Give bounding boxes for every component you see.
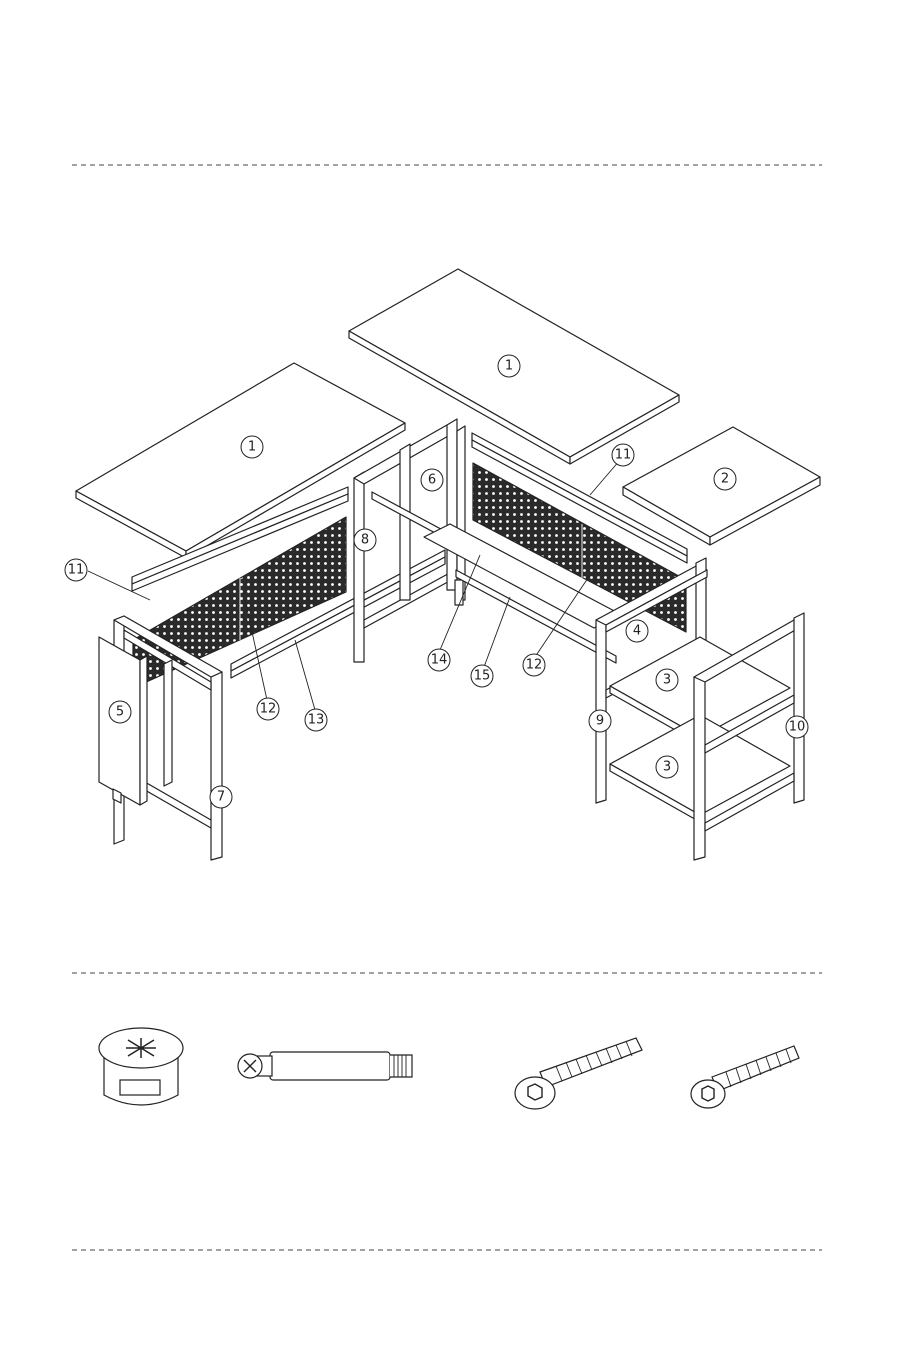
callout-side-board: 2 xyxy=(714,468,736,490)
callout-shelf-lower: 3 xyxy=(656,756,678,778)
callout-label: 4 xyxy=(633,624,641,639)
cam-bolt-icon xyxy=(238,1052,412,1080)
hex-bolt-short-icon xyxy=(691,1046,799,1108)
callout-label: 14 xyxy=(431,653,448,668)
callout-label: 9 xyxy=(596,714,604,729)
callout-label: 15 xyxy=(474,669,491,684)
callout-label: 12 xyxy=(260,702,277,717)
callout-label: 7 xyxy=(217,790,225,805)
callout-label: 11 xyxy=(68,563,85,578)
callout-label: 6 xyxy=(428,473,436,488)
callout-label: 8 xyxy=(361,533,369,548)
callout-label: 1 xyxy=(248,440,256,455)
callout-label: 2 xyxy=(721,472,729,487)
callout-label: 3 xyxy=(663,673,671,688)
callout-rail-left: 11 xyxy=(65,559,87,581)
callout-stretcher-mid: 14 xyxy=(428,649,450,671)
callout-shelf-frame-right: 10 xyxy=(786,716,808,738)
hex-bolt-long-icon xyxy=(515,1038,642,1109)
callout-label: 10 xyxy=(789,720,806,735)
callout-top-left-board: 1 xyxy=(241,436,263,458)
callout-mesh-left: 12 xyxy=(257,698,279,720)
cam-lock-icon xyxy=(99,1028,183,1105)
callout-shelf-upper: 3 xyxy=(656,669,678,691)
callout-label: 1 xyxy=(505,359,513,374)
callout-stretcher-left: 13 xyxy=(305,709,327,731)
callout-label: 13 xyxy=(308,713,325,728)
callout-label: 12 xyxy=(526,658,543,673)
callout-stretcher-right: 15 xyxy=(471,665,493,687)
callout-center-leg: 8 xyxy=(354,529,376,551)
hardware-row xyxy=(99,1028,799,1109)
callout-top-right-board: 1 xyxy=(498,355,520,377)
callout-shelf-frame-top: 4 xyxy=(626,620,648,642)
callout-left-frame: 7 xyxy=(210,786,232,808)
callout-shelf-frame-left: 9 xyxy=(589,710,611,732)
callout-rail-right: 11 xyxy=(612,444,634,466)
callout-end-panel: 5 xyxy=(109,701,131,723)
callout-label: 5 xyxy=(116,705,124,720)
callout-mesh-right: 12 xyxy=(523,654,545,676)
callout-corner-frame: 6 xyxy=(421,469,443,491)
callout-label: 11 xyxy=(615,448,632,463)
callout-label: 3 xyxy=(663,760,671,775)
